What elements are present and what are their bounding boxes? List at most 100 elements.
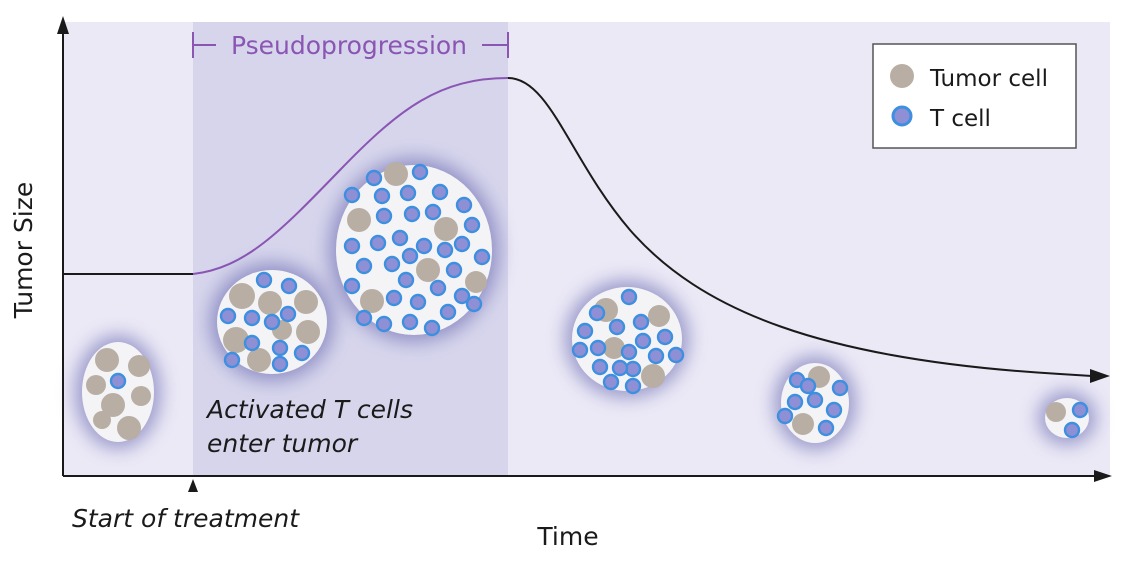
- t-cell-icon: [591, 358, 609, 376]
- t-cell-icon: [624, 377, 642, 395]
- t-cell-icon: [365, 169, 383, 187]
- t-cell-icon: [632, 313, 650, 331]
- t-cell-icon: [424, 203, 442, 221]
- tumor-cell-icon: [86, 375, 106, 395]
- t-cell-icon: [611, 359, 629, 377]
- arrow-right-icon: [1090, 369, 1110, 383]
- t-cell-icon: [373, 187, 391, 205]
- tumor-cell-icon: [93, 411, 111, 429]
- t-cell-icon: [343, 237, 361, 255]
- t-cell-icon: [429, 279, 447, 297]
- tumor-cell-icon: [296, 320, 320, 344]
- t-cell-icon: [634, 332, 652, 350]
- t-cell-icon: [271, 355, 289, 373]
- t-cell-icon: [453, 235, 471, 253]
- t-cell-icon: [399, 184, 417, 202]
- tumor-cell-icon: [128, 355, 150, 377]
- tumor-cell-icon: [258, 291, 282, 315]
- annotation-line-2: enter tumor: [207, 429, 359, 458]
- tumor-cell-icon: [101, 393, 125, 417]
- pseudoprogression-bracket: [192, 32, 509, 58]
- t-cell-icon: [255, 271, 273, 289]
- tumor-cell-icon: [792, 413, 814, 435]
- t-cell-icon: [576, 322, 594, 340]
- t-cell-icon: [463, 216, 481, 234]
- t-cell-icon: [219, 307, 237, 325]
- t-cell-icon: [891, 105, 913, 127]
- y-axis-label: Tumor Size: [9, 182, 38, 320]
- t-cell-icon: [369, 234, 387, 252]
- tumor-cell-icon: [641, 364, 665, 388]
- tumor-cell-icon: [294, 290, 318, 314]
- tumor-cell-icon: [416, 258, 440, 282]
- treatment-start-marker-icon: [188, 479, 198, 492]
- tumor-cell-icon: [95, 348, 119, 372]
- t-cell-icon: [355, 257, 373, 275]
- t-cell-icon: [343, 277, 361, 295]
- t-cell-icon: [293, 344, 311, 362]
- t-cell-icon: [455, 196, 473, 214]
- axes: [57, 16, 1112, 492]
- t-cell-icon: [243, 334, 261, 352]
- t-cell-icon: [436, 241, 454, 259]
- t-cell-icon: [453, 287, 471, 305]
- tumor-cell-icon: [648, 305, 670, 327]
- annotation-line-1: Activated T cells: [205, 395, 413, 424]
- tumor-cell-clusters: [75, 158, 1096, 450]
- tumor-cell-icon: [1046, 402, 1066, 422]
- pseudoprogression-label: Pseudoprogression: [231, 31, 467, 60]
- t-cell-icon: [667, 346, 685, 364]
- t-cell-icon: [280, 277, 298, 295]
- t-cell-icon: [589, 339, 607, 357]
- tumor-cell-icon: [229, 283, 255, 309]
- t-cell-icon: [439, 303, 457, 321]
- t-cell-icon: [786, 393, 804, 411]
- t-cell-icon: [620, 288, 638, 306]
- t-cell-icon: [279, 305, 297, 323]
- t-cell-icon: [383, 255, 401, 273]
- t-cell-icon: [415, 237, 433, 255]
- tumor-cell-icon: [360, 289, 384, 313]
- t-cell-icon: [817, 419, 835, 437]
- t-cell-icon: [355, 309, 373, 327]
- t-cell-icon: [445, 261, 463, 279]
- x-axis-label: Time: [536, 522, 598, 551]
- tumor-cell-icon: [131, 386, 151, 406]
- t-cell-icon: [401, 247, 419, 265]
- t-cell-icon: [223, 351, 241, 369]
- t-cell-icon: [109, 372, 127, 390]
- t-cell-icon: [243, 309, 261, 327]
- cluster-peak: [329, 158, 499, 342]
- legend: Tumor cell T cell: [872, 43, 1077, 149]
- tumor-cell-icon: [223, 327, 249, 353]
- t-cell-icon: [588, 304, 606, 322]
- start-of-treatment-label: Start of treatment: [72, 504, 300, 533]
- arrow-up-icon: [57, 16, 69, 34]
- t-cell-icon: [409, 293, 427, 311]
- t-cell-icon: [620, 343, 638, 361]
- t-cell-icon: [423, 319, 441, 337]
- t-cell-icon: [799, 377, 817, 395]
- t-cell-icon: [375, 315, 393, 333]
- t-cell-icon: [831, 379, 849, 397]
- legend-tcell-label: T cell: [929, 106, 991, 132]
- tumor-cell-icon: [384, 162, 408, 186]
- t-cell-icon: [411, 163, 429, 181]
- t-cell-icon: [465, 295, 483, 313]
- t-cell-icon: [825, 401, 843, 419]
- tumor-cell-icon: [603, 337, 625, 359]
- t-cell-icon: [375, 207, 393, 225]
- cluster-residual: [774, 356, 856, 450]
- t-cell-icon: [385, 289, 403, 307]
- cluster-early-infiltration: [210, 263, 334, 381]
- arrow-right-icon: [1094, 470, 1112, 482]
- tumor-cell-icon: [465, 271, 487, 293]
- curve-decline: [507, 77, 1093, 377]
- legend-tumor-label: Tumor cell: [929, 66, 1048, 92]
- t-cell-icon: [271, 339, 289, 357]
- t-cell-icon: [1063, 421, 1081, 439]
- legend-box: [872, 43, 1077, 149]
- t-cell-icon: [401, 313, 419, 331]
